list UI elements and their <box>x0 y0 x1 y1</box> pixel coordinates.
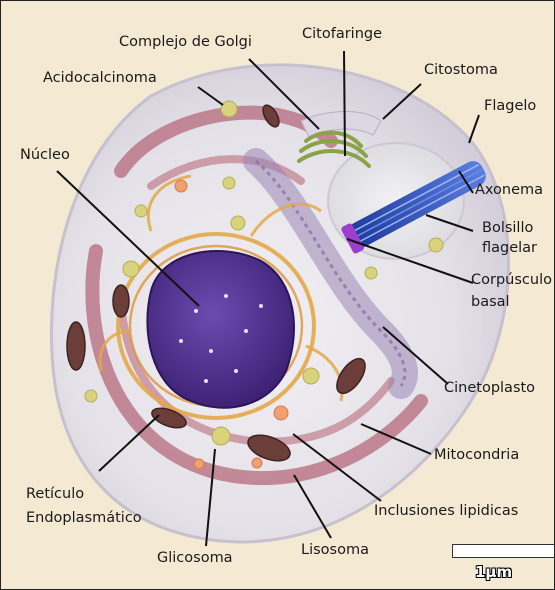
label-golgi: Complejo de Golgi <box>119 33 252 52</box>
label-flagelo: Flagelo <box>484 97 536 116</box>
nucleus <box>147 251 294 408</box>
label-mitocondria: Mitocondria <box>434 446 519 465</box>
scale-bar <box>452 544 555 558</box>
label-glicosoma: Glicosoma <box>157 549 233 568</box>
label-bolsillo-2: flagelar <box>482 239 537 258</box>
label-reticulo-2: Endoplasmático <box>26 509 142 528</box>
label-bolsillo-1: Bolsillo <box>482 219 533 238</box>
label-cinetoplasto: Cinetoplasto <box>444 379 535 398</box>
label-lisosoma: Lisosoma <box>301 541 369 560</box>
label-nucleo: Núcleo <box>20 146 70 165</box>
label-reticulo-1: Retículo <box>26 485 84 504</box>
scale-label: 1μm <box>475 563 512 581</box>
label-axonema: Axonema <box>475 181 543 200</box>
label-citostoma: Citostoma <box>424 61 498 80</box>
label-citofaringe: Citofaringe <box>302 25 382 44</box>
label-corpusculo-1: Corpúsculo <box>471 271 552 290</box>
label-acidocalcinoma: Acidocalcinoma <box>43 69 157 88</box>
label-corpusculo-2: basal <box>471 293 510 312</box>
label-inclusiones: Inclusiones lipidicas <box>374 502 518 521</box>
